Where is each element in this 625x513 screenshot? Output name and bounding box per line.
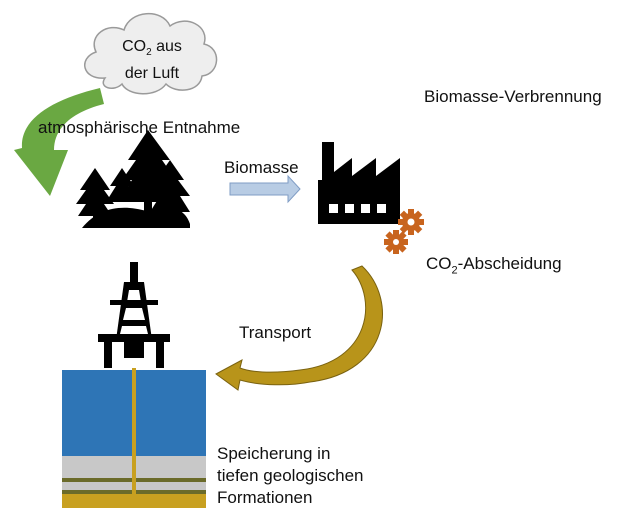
cloud-icon: [84, 12, 218, 95]
drilling-rig-icon: [98, 262, 170, 500]
co2-capture-label: CO2-Abscheidung: [426, 253, 562, 281]
cloud-co2-sub: 2: [146, 47, 152, 59]
capture-co2-main: CO: [426, 254, 452, 273]
cloud-label: CO2 aus der Luft: [92, 36, 212, 84]
factory-icon: [318, 142, 400, 224]
atmospheric-removal-label: atmosphärische Entnahme: [38, 118, 241, 137]
cloud-co2-main: CO: [122, 38, 147, 55]
storage-line3: Formationen: [217, 488, 313, 507]
atmospheric-removal-arrow: [14, 88, 104, 196]
transport-label: Transport: [239, 323, 312, 342]
biomass-arrow: [229, 174, 301, 204]
storage-line1: Speicherung in: [217, 444, 331, 463]
storage-label: Speicherung in tiefen geologischen Forma…: [217, 443, 364, 509]
storage-line2: tiefen geologischen: [217, 466, 364, 485]
forest-icon: [76, 130, 190, 228]
transport-arrow: [215, 265, 383, 391]
biomass-label: Biomasse: [224, 158, 299, 177]
cloud-co2-rest: aus: [151, 38, 182, 55]
capture-rest: -Abscheidung: [457, 254, 562, 273]
biomass-burning-label: Biomasse-Verbrennung: [424, 87, 602, 106]
cloud-line2: der Luft: [124, 65, 180, 83]
capture-co2-sub: 2: [451, 264, 458, 277]
